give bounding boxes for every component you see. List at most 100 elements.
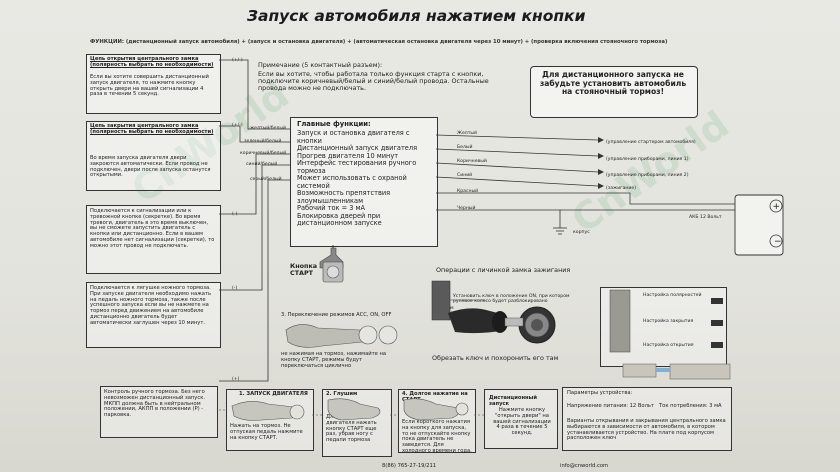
- arrow-blue: [598, 183, 604, 189]
- start-button-icon: [319, 245, 344, 283]
- arrow-brown: [598, 169, 604, 175]
- arrow-yellow: [598, 137, 604, 143]
- function-item: Интерфейс тестирования ручного тормоза: [297, 159, 417, 175]
- left-box-alarm: Подключается к сигнализации или к тревож…: [86, 205, 221, 274]
- params-box: Параметры устройства: Напряжение питания…: [562, 387, 732, 451]
- wire-desc-line1: (управление приборами, линия 1): [606, 157, 689, 162]
- handbrake-box: Контроль ручного тормоза. Без него невоз…: [100, 386, 218, 438]
- left-box-alarm-body: Подключается к сигнализации или к тревож…: [90, 208, 215, 249]
- main-functions-title: Главные функции:: [297, 120, 371, 128]
- arrow-white: [598, 153, 604, 159]
- function-item: Блокировка дверей при дистанционном запу…: [297, 211, 382, 228]
- step-1-text: Нажать на тормоз. Не отпуская педаль наж…: [230, 423, 303, 441]
- line-unlock: [219, 59, 290, 130]
- params-current: Ток потребления: 3 мА: [659, 403, 722, 409]
- polarity-5: (+): [232, 377, 240, 382]
- function-item: Дистанционный запуск двигателя: [297, 144, 418, 153]
- remote-title: Дистанционный запуск: [489, 395, 537, 407]
- main-module: Главные функции: Запуск и остановка двиг…: [290, 117, 438, 247]
- line-alarm: [219, 153, 290, 215]
- left-box-unlock: Цепь открытия центрального замка (полярн…: [86, 54, 221, 114]
- params-title: Параметры устройства:: [567, 390, 633, 396]
- left-box-lock-head: Цепь закрытия центрального замка (полярн…: [90, 123, 214, 135]
- function-item: Запуск и остановка двигателя с кнопки: [297, 129, 410, 145]
- wire-yellow: Желтый: [457, 131, 477, 136]
- ignition-caption: Обрезать ключ и похоронить его там: [432, 354, 559, 362]
- wire-blue-white: синий/белый: [246, 162, 278, 167]
- note-title: Примечание (5 контактный разъем):: [258, 61, 383, 69]
- polarity-1: (+/-): [232, 58, 243, 63]
- wire-desc-starter: (управление стартером автомобиля): [606, 140, 696, 145]
- battery-icon: + −: [734, 194, 784, 256]
- wire-desc-ignition: (зажигание): [606, 186, 637, 191]
- ground-label: корпус: [573, 230, 590, 235]
- page-title: Запуск автомобиля нажатием кнопки: [247, 7, 586, 25]
- function-item: Рабочий ток = 3 мА: [297, 204, 366, 213]
- left-box-lock: Цепь закрытия центрального замка (полярн…: [86, 121, 221, 191]
- polarity-panel-close: Настройка закрытия: [643, 319, 694, 324]
- remote-text: Нажмите кнопку "открыть двери" на вашей …: [493, 407, 551, 437]
- wire-white: Белый: [457, 145, 473, 150]
- mode-switch-title: 3. Переключение режимов ACC, ON, OFF: [281, 312, 392, 318]
- step-4-text: Если короткого нажатия на кнопку для зап…: [402, 419, 472, 455]
- handbrake-text: Контроль ручного тормоза. Без него невоз…: [104, 389, 205, 419]
- polarity-board-drawing: [609, 289, 731, 380]
- line-yellow: [435, 134, 599, 141]
- step-2-title: 2. Глушим: [326, 391, 358, 397]
- wire-yellow-white: желтый/белый: [250, 126, 286, 131]
- ignition-ops-title: Операции с личинкой замка зажигания: [436, 266, 571, 274]
- line-white: [435, 148, 599, 157]
- polarity-3: (-): [232, 212, 238, 217]
- mode-switch-text: не нажимая на тормоз, нажимайте на кнопк…: [281, 351, 387, 369]
- function-item: Может использовать с охраной системой: [297, 174, 407, 190]
- hand-drawing-mode: [285, 324, 398, 348]
- function-item: Прогрев двигателя 10 минут: [297, 151, 399, 160]
- polarity-panel-title: Настройка полярностей: [643, 293, 702, 298]
- line-lock: [219, 125, 290, 143]
- wire-desc-line2: (управление приборами, линия 2): [606, 173, 689, 178]
- line-red: [436, 192, 738, 205]
- step-box-remote: Дистанционный запуск Нажмите кнопку "отк…: [484, 389, 558, 449]
- left-box-lock-body: Во время запуска двигателя двери закроют…: [90, 155, 211, 179]
- left-box-unlock-head: Цепь открытия центрального замка (полярн…: [90, 56, 214, 68]
- wire-green-white: зеленый/белый: [244, 139, 282, 144]
- wire-grey-white: серый/белый: [250, 177, 282, 182]
- line-black: [436, 209, 561, 228]
- left-box-brake-body: Подключается к лягушке ножного тормоза. …: [90, 285, 212, 326]
- start-button-label: Кнопка СТАРТ: [290, 262, 318, 278]
- step-drawings: [231, 398, 469, 421]
- polarity-2: (+/-): [232, 123, 243, 128]
- params-voltage: Напряжение питания: 12 Вольт: [567, 403, 654, 409]
- ignition-note: Установить ключ в положение ON, при кото…: [453, 294, 570, 305]
- line-blue: [435, 176, 599, 187]
- function-item: Возможность препятствия злоумышленникам: [297, 189, 391, 205]
- line-brake: [219, 164, 290, 291]
- wire-brown-white: коричневый/белый: [240, 151, 287, 156]
- footer-mail: info@cnworld.com: [560, 463, 609, 469]
- svg-text:−: −: [774, 237, 782, 247]
- params-note: Варианты открывания и закрывания централ…: [567, 418, 726, 442]
- wire-black: Черный: [457, 206, 476, 211]
- step-box-1: 1. ЗАПУСК ДВИГАТЕЛЯ Нажать на тормоз. Не…: [226, 389, 314, 451]
- functions-line: ФУНКЦИИ: (дистанционный запуск автомобил…: [90, 39, 668, 45]
- polarity-panel-open: Настройка открытия: [643, 343, 694, 348]
- left-box-unlock-body: Если вы хотите совершить дистанционный з…: [90, 74, 209, 98]
- battery-label: АКБ 12 Вольт: [689, 215, 722, 220]
- svg-text:+: +: [773, 202, 781, 212]
- ground-symbol: [553, 227, 567, 235]
- left-box-brake: Подключается к лягушке ножного тормоза. …: [86, 282, 221, 348]
- warning-box: Для дистанционного запуска не забудьте у…: [530, 66, 698, 118]
- wire-red: Красный: [457, 189, 479, 194]
- note-text: Если вы хотите, чтобы работала только фу…: [258, 70, 489, 93]
- polarity-4: (-): [232, 286, 238, 291]
- wire-brown: Коричневый: [457, 159, 487, 164]
- wire-blue: Синий: [457, 173, 473, 178]
- line-handbrake: [219, 179, 290, 382]
- warning-text: Для дистанционного запуска не забудьте у…: [539, 70, 687, 96]
- footer-phone: 8(86) 765-27-19/211: [382, 463, 437, 469]
- ignition-cylinder-drawing: [431, 280, 556, 344]
- line-brown: [435, 162, 599, 173]
- step-1-title: 1. ЗАПУСК ДВИГАТЕЛЯ: [239, 391, 308, 397]
